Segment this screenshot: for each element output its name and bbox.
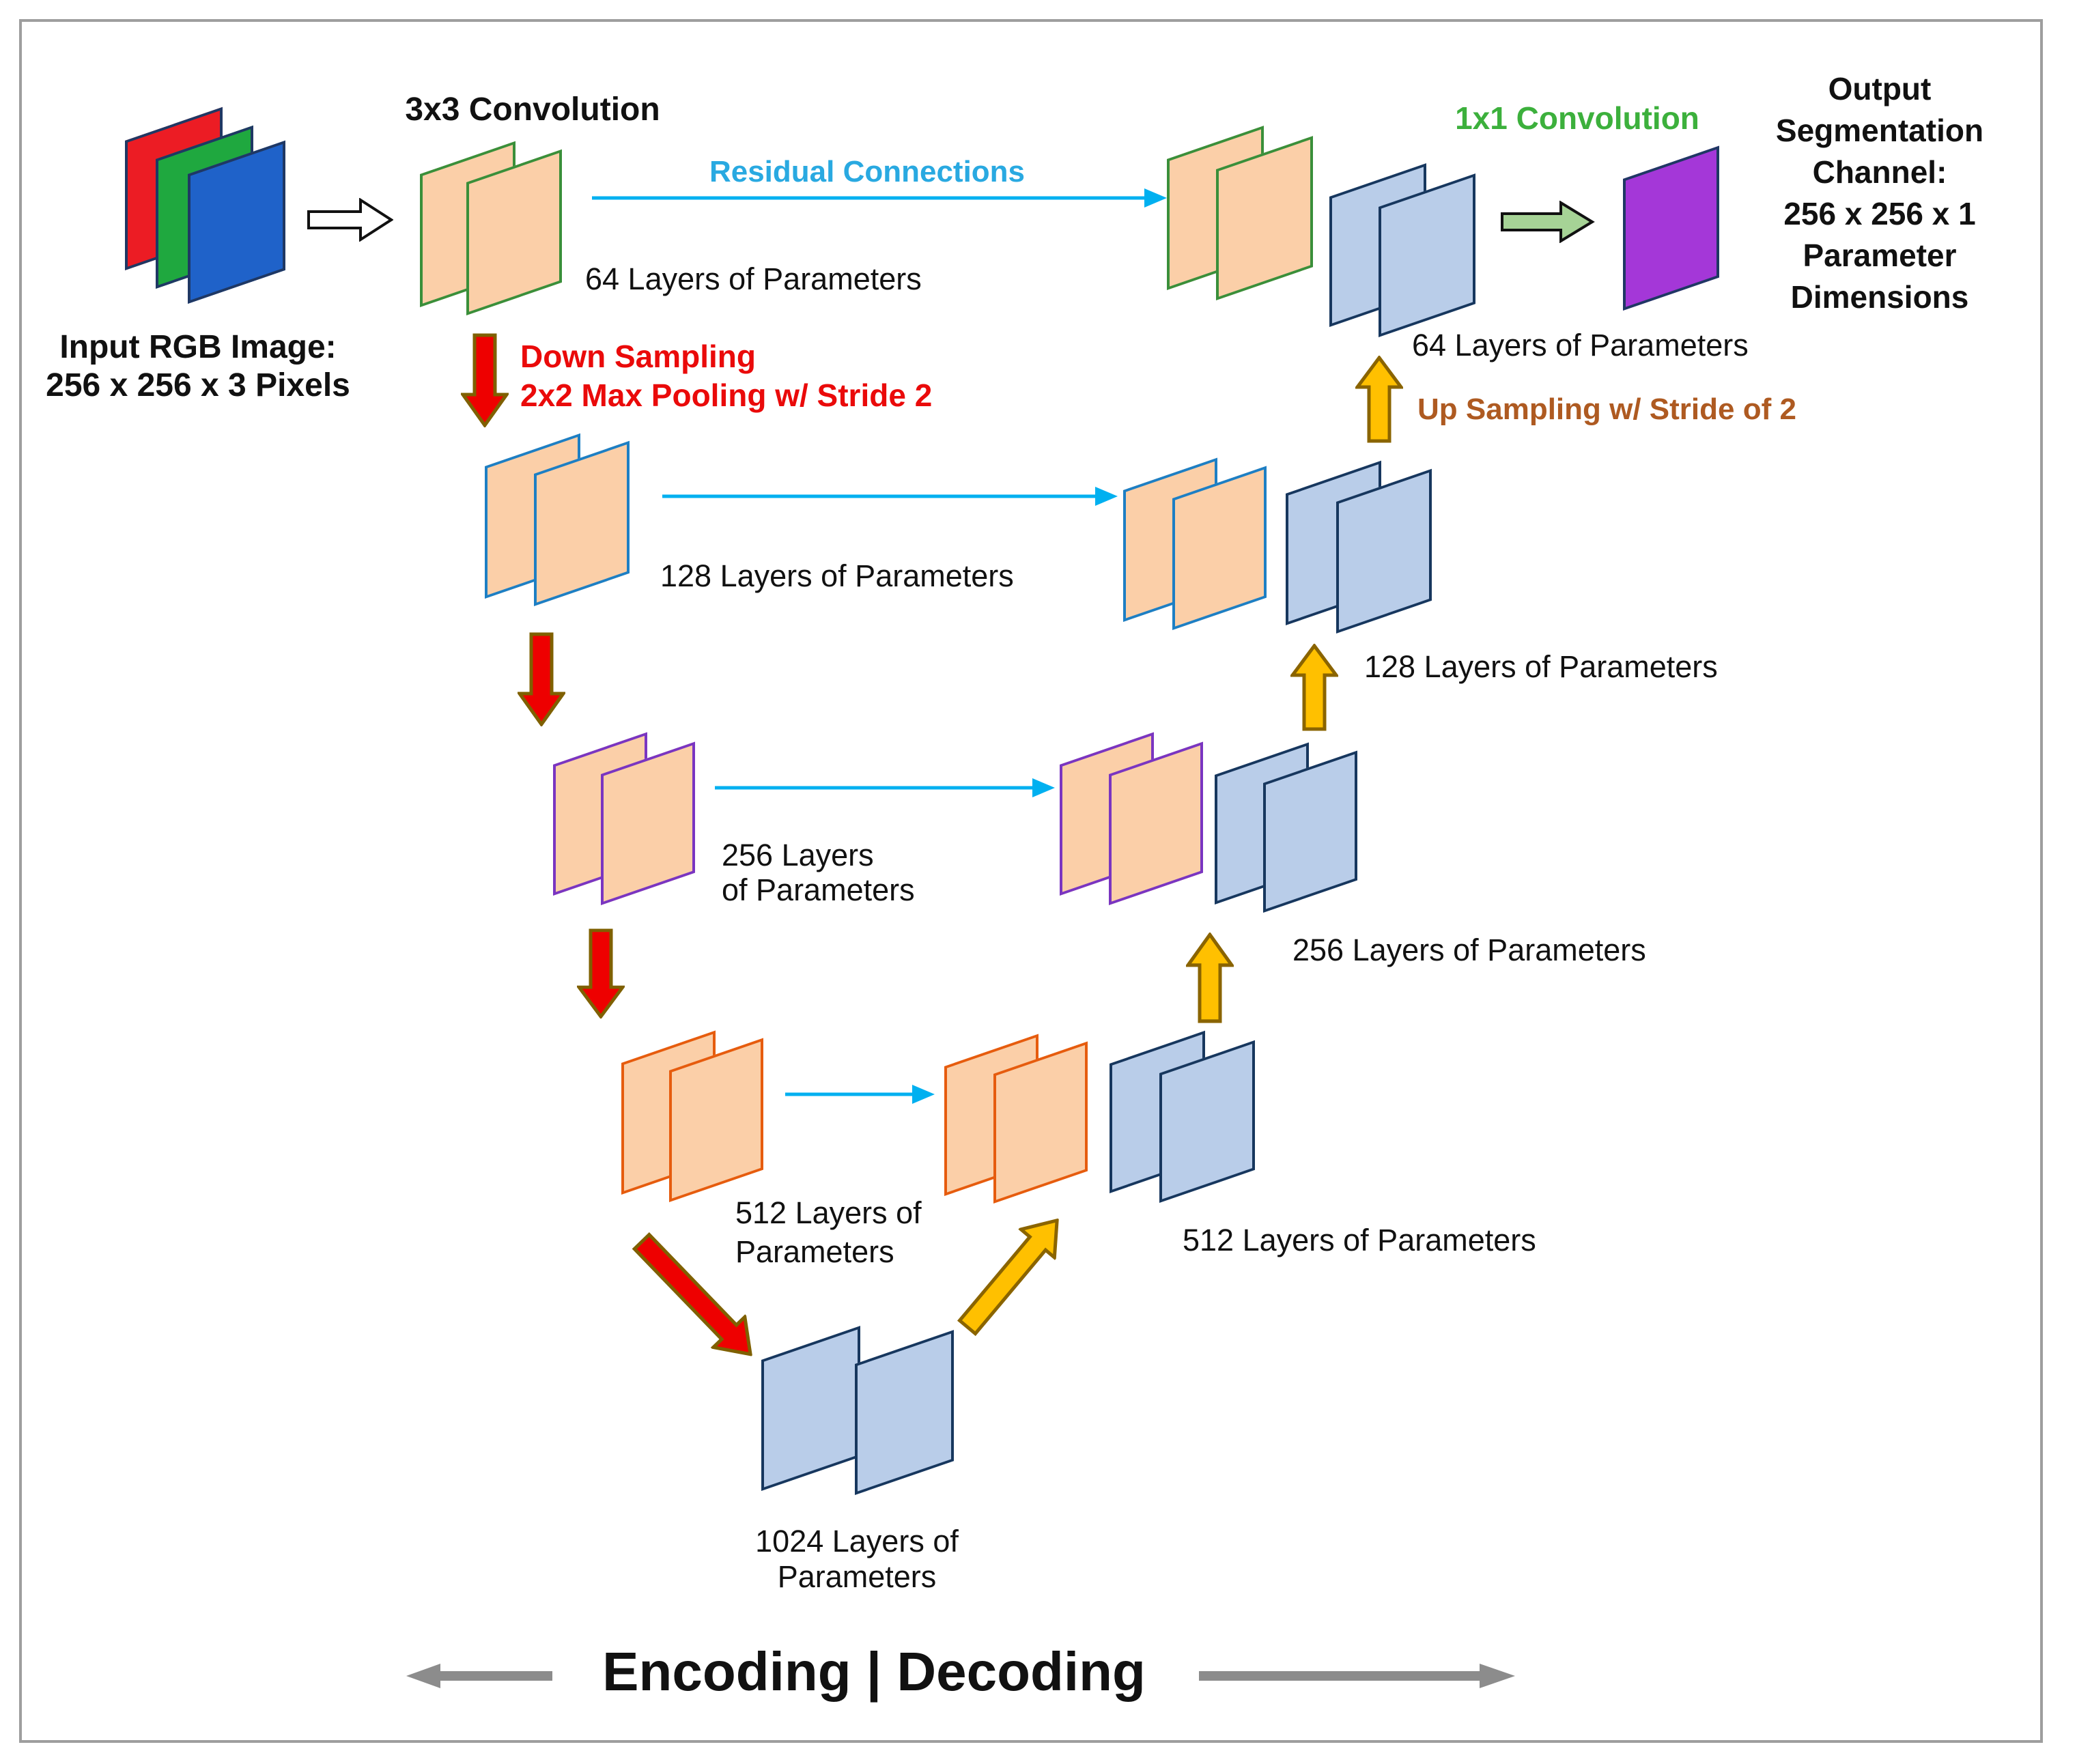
encoder-512-label-line2: Parameters: [735, 1234, 894, 1269]
downsampling-label: Down Sampling 2x2 Max Pooling w/ Stride …: [520, 337, 932, 415]
residual-arrow-512-icon: [785, 1085, 935, 1104]
residual-arrow-256-icon: [715, 778, 1055, 797]
input-arrow-icon: [307, 198, 393, 242]
upsampling-label: Up Sampling w/ Stride of 2: [1417, 393, 1796, 426]
encoding-arrow-icon: [406, 1664, 552, 1688]
conv3x3-label: 3x3 Convolution: [405, 91, 660, 128]
output-label-line4: 256 x 256 x 1: [1783, 196, 1976, 231]
encoder-512-label-line1: 512 Layers of: [735, 1195, 922, 1230]
encoder-64-label: 64 Layers of Parameters: [585, 261, 922, 296]
residual-arrow-64-icon: [592, 188, 1167, 208]
output-label-line3: Channel:: [1812, 154, 1947, 190]
output-label-line6: Dimensions: [1790, 279, 1969, 315]
output-label-line5: Parameter: [1803, 238, 1957, 273]
decoder-128-label: 128 Layers of Parameters: [1364, 649, 1718, 684]
downsample-arrow-1-icon: [461, 333, 509, 427]
conv1x1-arrow-icon: [1501, 201, 1595, 243]
downsampling-label-line2: 2x2 Max Pooling w/ Stride 2: [520, 378, 933, 413]
encoding-decoding-label: Encoding | Decoding: [602, 1641, 1146, 1702]
decoding-arrow-icon: [1199, 1664, 1515, 1688]
decoder-512-label: 512 Layers of Parameters: [1183, 1223, 1536, 1257]
bottleneck-label-line2: Parameters: [777, 1559, 937, 1594]
upsample-arrow-2-icon: [1186, 933, 1234, 1023]
downsample-arrow-2-icon: [518, 632, 565, 726]
upsample-arrow-3-icon: [1290, 644, 1338, 731]
residual-arrow-128-icon: [662, 487, 1118, 506]
encoder-128-label: 128 Layers of Parameters: [660, 558, 1014, 593]
input-label-line1: Input RGB Image:: [59, 329, 337, 365]
output-label: Output Segmentation Channel: 256 x 256 x…: [1743, 68, 2016, 318]
input-label: Input RGB Image: 256 x 256 x 3 Pixels: [20, 328, 376, 405]
output-label-line2: Segmentation: [1775, 113, 1984, 148]
conv1x1-label: 1x1 Convolution: [1455, 100, 1699, 136]
output-label-line1: Output: [1828, 71, 1932, 106]
downsampling-label-line1: Down Sampling: [520, 339, 756, 374]
encoder-512-label: 512 Layers of Parameters: [735, 1193, 922, 1271]
encoder-256-label-line1: 256 Layers: [722, 838, 874, 872]
input-label-line2: 256 x 256 x 3 Pixels: [46, 367, 350, 403]
decoder-64-label: 64 Layers of Parameters: [1412, 328, 1749, 362]
upsample-arrow-4-icon: [1355, 356, 1403, 443]
decoder-256-label: 256 Layers of Parameters: [1292, 933, 1646, 967]
diagram-border: [19, 19, 2043, 1743]
upsample-arrow-1-icon: [957, 1218, 1059, 1337]
encoder-256-label-line2: of Parameters: [722, 872, 915, 907]
bottleneck-label: 1024 Layers of Parameters: [710, 1524, 1004, 1595]
bottleneck-label-line1: 1024 Layers of: [755, 1524, 959, 1559]
downsample-arrow-3-icon: [577, 928, 625, 1019]
encoder-256-label: 256 Layers of Parameters: [722, 838, 915, 907]
downsample-arrow-4-icon: [632, 1232, 753, 1356]
residual-connections-label: Residual Connections: [709, 155, 1026, 188]
